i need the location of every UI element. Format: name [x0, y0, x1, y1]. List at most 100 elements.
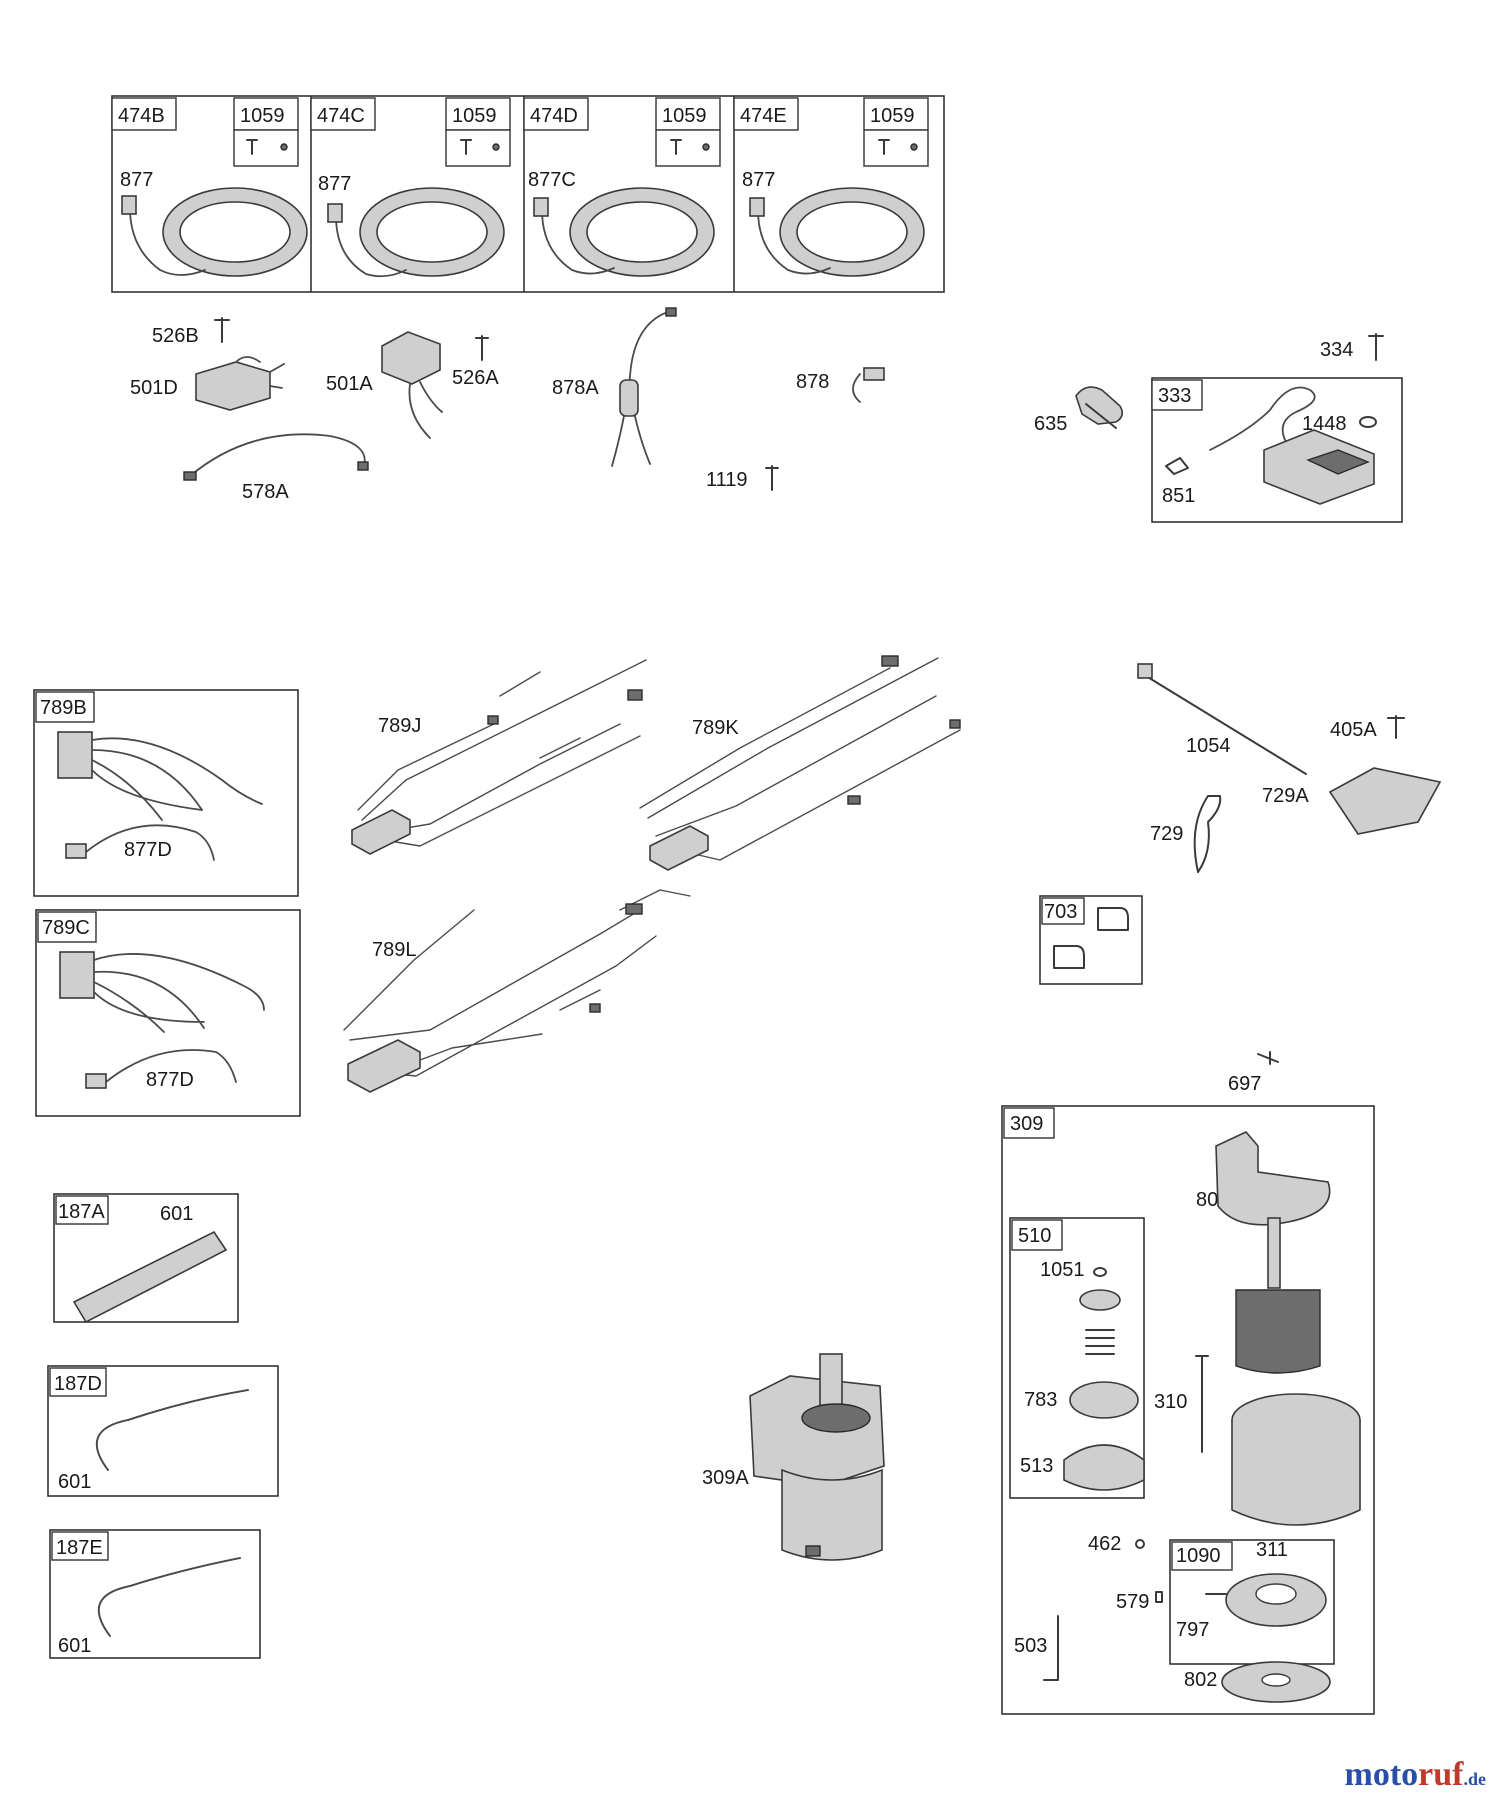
label-501D: 501D [130, 377, 178, 399]
label-309A: 309A [702, 1467, 749, 1489]
harness-789L: 789L [343, 889, 691, 1093]
label-526A: 526A [452, 367, 499, 389]
label-601-d: 601 [58, 1471, 91, 1493]
regulator-501A [381, 331, 443, 439]
tie-strap-1054 [1145, 675, 1307, 775]
bolt-526B [214, 317, 230, 343]
label-474D: 474D [530, 105, 578, 127]
label-474E: 474E [740, 105, 787, 127]
harness-789J: 789J [351, 659, 647, 855]
label-601-a: 601 [160, 1203, 193, 1225]
label-802: 802 [1184, 1669, 1217, 1691]
watermark-part2: ruf [1418, 1756, 1464, 1793]
watermark-logo: motoruf.de [1345, 1756, 1486, 1794]
part-579 [1155, 1591, 1163, 1603]
nut-icon [702, 143, 710, 151]
label-789B: 789B [40, 697, 87, 719]
stator-474B [121, 187, 308, 277]
label-462: 462 [1088, 1533, 1121, 1555]
label-797: 797 [1176, 1619, 1209, 1641]
screw-icon [460, 139, 472, 155]
harness-789B-box: 789B 877D [33, 689, 299, 897]
screw-icon [878, 139, 890, 155]
hose-187E-box: 187E 601 [49, 1529, 261, 1659]
box-510 [1009, 1217, 1145, 1499]
screw-icon [670, 139, 682, 155]
watermark-suffix: .de [1463, 1769, 1487, 1789]
label-1090: 1090 [1176, 1545, 1221, 1567]
label-729: 729 [1150, 823, 1183, 845]
label-729A: 729A [1262, 785, 1309, 807]
label-877-b: 877 [120, 169, 153, 191]
harness-789K: 789K [639, 655, 961, 871]
label-405A: 405A [1330, 719, 1377, 741]
connector-block-789B [57, 731, 93, 779]
bracket-503 [1043, 1615, 1059, 1681]
wire-578A [183, 433, 369, 481]
label-877C: 877C [528, 169, 576, 191]
starter-309-box: 697 309 801 310 510 1051 783 513 462 579 [1001, 1051, 1375, 1715]
screw-icon [246, 139, 258, 155]
label-510: 510 [1018, 1225, 1051, 1247]
nut-icon [492, 143, 500, 151]
bolt-1119 [765, 465, 779, 491]
connector-878 [852, 367, 885, 403]
label-526B: 526B [152, 325, 199, 347]
label-878A: 878A [552, 377, 599, 399]
label-1051: 1051 [1040, 1259, 1085, 1281]
end-cap-801 [1215, 1131, 1331, 1226]
label-877-c: 877 [318, 173, 351, 195]
label-877D-c: 877D [146, 1069, 194, 1091]
bolt-310 [1195, 1355, 1209, 1453]
label-789C: 789C [42, 917, 90, 939]
hose-187E [97, 1557, 241, 1637]
label-789K: 789K [692, 717, 739, 739]
label-187E: 187E [56, 1537, 103, 1559]
bolt-697 [1257, 1051, 1279, 1065]
nut-icon [280, 143, 288, 151]
label-187D: 187D [54, 1373, 102, 1395]
hose-187D-box: 187D 601 [47, 1365, 279, 1497]
watermark-part1: moto [1344, 1756, 1419, 1793]
label-1059-d: 1059 [662, 105, 707, 127]
stator-474D [533, 187, 715, 277]
regulator-501D [195, 356, 285, 411]
label-474C: 474C [317, 105, 365, 127]
label-333: 333 [1158, 385, 1191, 407]
label-697: 697 [1228, 1073, 1261, 1095]
clip-851 [1165, 457, 1189, 475]
label-877-e: 877 [742, 169, 775, 191]
label-1054: 1054 [1186, 735, 1231, 757]
label-878: 878 [796, 371, 829, 393]
housing [1231, 1393, 1361, 1526]
label-503: 503 [1014, 1635, 1047, 1657]
hose-187A [72, 1230, 228, 1324]
label-310: 310 [1154, 1391, 1187, 1413]
helix-513 [1063, 1444, 1145, 1491]
label-187A: 187A [58, 1201, 105, 1223]
brush-assembly-1090 [1205, 1573, 1327, 1627]
label-1059-b: 1059 [240, 105, 285, 127]
stator-panel: 474B 1059 877 474C 1059 877 474D [111, 95, 945, 293]
harness-789C-box: 789C 877D [35, 909, 301, 1117]
label-1059-e: 1059 [870, 105, 915, 127]
wire-877D-c [105, 1049, 237, 1083]
clamp-729 [1193, 795, 1222, 873]
label-1059-c: 1059 [452, 105, 497, 127]
label-601-e: 601 [58, 1635, 91, 1657]
spring [1085, 1329, 1115, 1355]
connector-block-789C [59, 951, 95, 999]
label-309: 309 [1010, 1113, 1043, 1135]
stator-474E [749, 187, 925, 277]
nut-462 [1135, 1539, 1145, 1549]
clip-703 [1053, 907, 1129, 969]
bolt-334 [1368, 333, 1384, 361]
label-578A: 578A [242, 481, 289, 503]
label-703: 703 [1044, 901, 1077, 923]
label-474B: 474B [118, 105, 165, 127]
spark-plug-boot-635 [1075, 386, 1124, 429]
bracket-729A [1328, 767, 1442, 835]
label-1119: 1119 [706, 469, 748, 491]
armature [1235, 1217, 1321, 1374]
